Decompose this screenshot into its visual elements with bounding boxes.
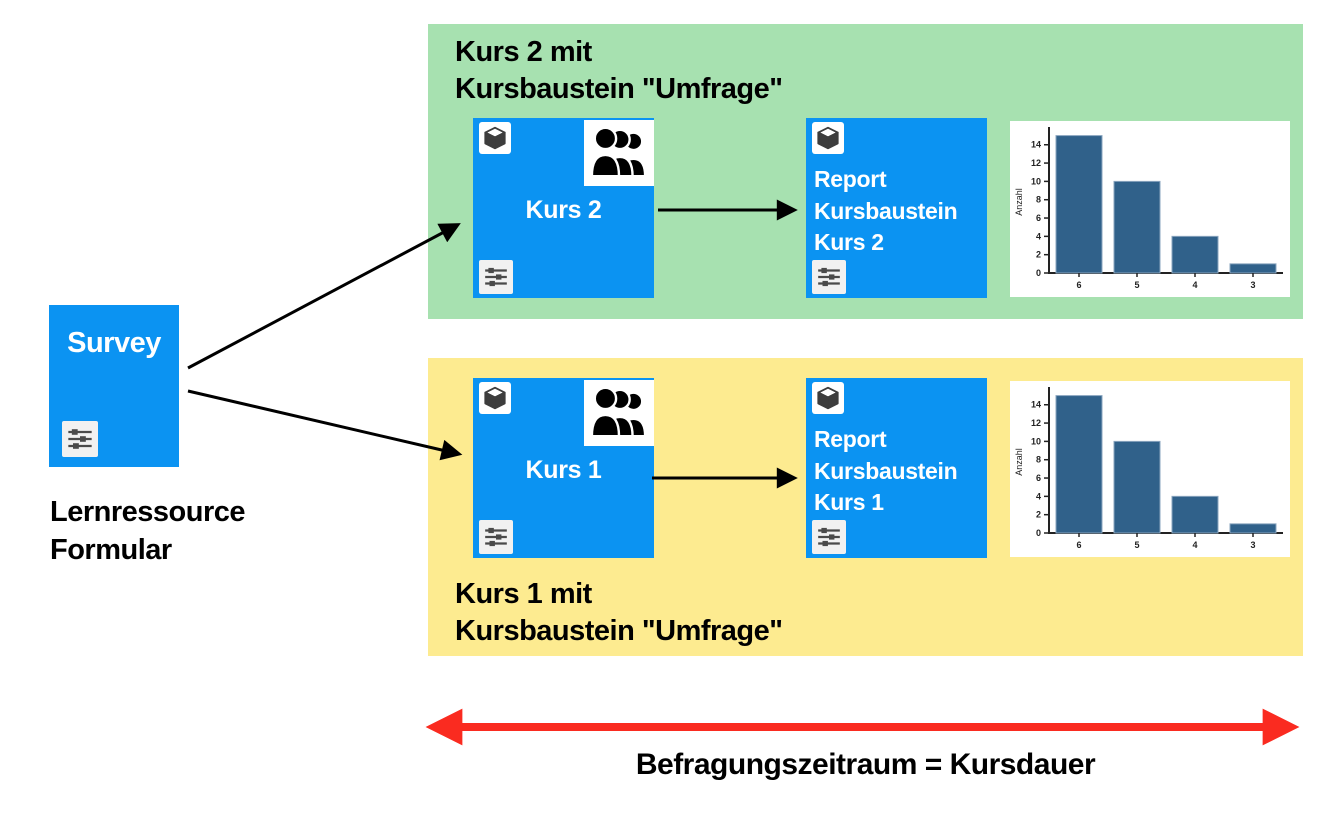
svg-text:10: 10: [1031, 176, 1041, 186]
report-kurs2-label: Report Kursbaustein Kurs 2: [814, 166, 958, 256]
participants-icon: [584, 120, 654, 186]
panel-kurs2: Kurs 2 mit Kursbaustein "Umfrage": [428, 24, 1303, 319]
timeline-label: Befragungszeitraum = Kursdauer: [635, 748, 1096, 781]
panel-kurs1: Kurs 1 mit Kursbaustein "Umfrage": [428, 358, 1303, 656]
report-kurs1-label: Report Kursbaustein Kurs 1: [814, 426, 958, 516]
svg-text:5: 5: [1134, 280, 1139, 290]
cube-icon: [479, 122, 511, 154]
svg-text:0: 0: [1036, 528, 1041, 538]
panel-kurs2-title: Kurs 2 mit Kursbaustein "Umfrage": [455, 36, 783, 106]
svg-text:Anzahl: Anzahl: [1014, 188, 1024, 216]
participants-icon: [584, 380, 654, 446]
svg-text:6: 6: [1036, 473, 1041, 483]
svg-text:2: 2: [1036, 250, 1041, 260]
svg-text:5: 5: [1134, 540, 1139, 550]
cube-icon: [812, 382, 844, 414]
svg-text:4: 4: [1192, 540, 1197, 550]
sliders-icon: [812, 260, 846, 294]
svg-text:Anzahl: Anzahl: [1014, 448, 1024, 476]
kurs1-results-bar-chart: 0 2 4 6 8 10 12 14 6 5 4 3 Anzahl: [1010, 381, 1290, 557]
svg-text:12: 12: [1031, 418, 1041, 428]
survey-label: Survey: [67, 327, 161, 359]
survey-caption: Lernressource Formular: [50, 496, 246, 566]
kurs2-label: Kurs 2: [525, 196, 602, 224]
survey-box: Survey: [49, 305, 179, 467]
kurs1-box: Kurs 1: [473, 378, 654, 558]
cube-icon: [479, 382, 511, 414]
svg-text:2: 2: [1036, 510, 1041, 520]
survey-to-kurs1-arrow: [187, 389, 463, 461]
svg-text:8: 8: [1036, 455, 1041, 465]
svg-text:3: 3: [1250, 540, 1255, 550]
kurs1-label: Kurs 1: [525, 456, 602, 484]
svg-text:6: 6: [1076, 540, 1081, 550]
svg-text:14: 14: [1031, 140, 1041, 150]
cube-icon: [812, 122, 844, 154]
report-kurs2-box: Report Kursbaustein Kurs 2: [806, 118, 987, 298]
svg-text:3: 3: [1250, 280, 1255, 290]
sliders-icon: [479, 520, 513, 554]
sliders-icon: [812, 520, 846, 554]
svg-text:14: 14: [1031, 400, 1041, 410]
svg-text:6: 6: [1076, 280, 1081, 290]
kurs2-results-bar-chart: 0 2 4 6 8 10 12 14 6 5 4 3 Anzahl: [1010, 121, 1290, 297]
panel-kurs1-title: Kurs 1 mit Kursbaustein "Umfrage": [455, 578, 783, 648]
svg-text:4: 4: [1036, 491, 1041, 501]
sliders-icon: [479, 260, 513, 294]
report-kurs1-box: Report Kursbaustein Kurs 1: [806, 378, 987, 558]
kurs2-box: Kurs 2: [473, 118, 654, 298]
svg-text:10: 10: [1031, 436, 1041, 446]
svg-text:8: 8: [1036, 195, 1041, 205]
svg-text:12: 12: [1031, 158, 1041, 168]
survey-to-kurs2-arrow: [187, 223, 461, 370]
svg-text:0: 0: [1036, 268, 1041, 278]
sliders-icon: [62, 421, 98, 457]
svg-text:4: 4: [1036, 231, 1041, 241]
svg-text:6: 6: [1036, 213, 1041, 223]
svg-text:4: 4: [1192, 280, 1197, 290]
